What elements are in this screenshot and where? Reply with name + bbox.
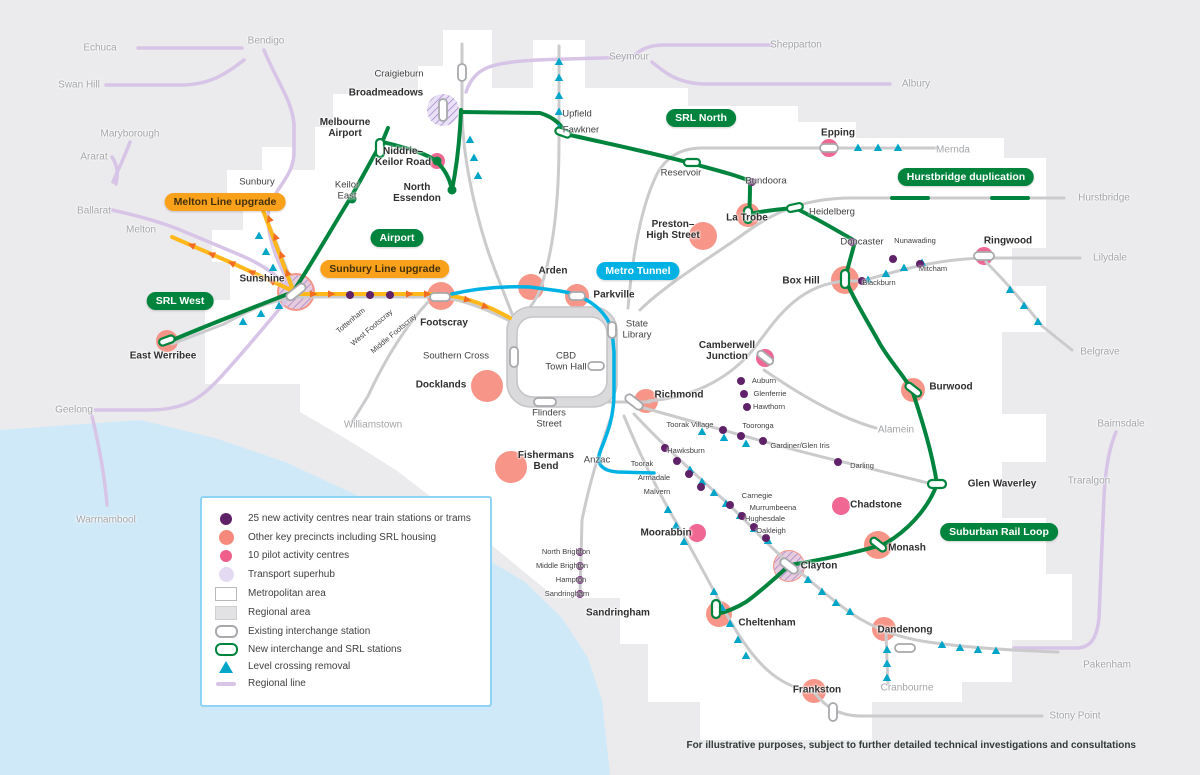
legend-item-superhub: Transport superhub bbox=[214, 567, 478, 582]
precinct-legend-icon bbox=[218, 530, 234, 545]
legend-icon-cell bbox=[214, 606, 238, 620]
legend-item-activity: 25 new activity centres near train stati… bbox=[214, 513, 478, 525]
regional-line-seymour bbox=[464, 55, 632, 94]
legend-label-superhub: Transport superhub bbox=[248, 568, 335, 580]
legend-icon-cell bbox=[214, 587, 238, 601]
legend-label-new-interchange: New interchange and SRL stations bbox=[248, 643, 402, 655]
legend-icon-cell bbox=[214, 513, 238, 525]
craigieburn-line bbox=[460, 42, 514, 316]
regional-line-maryborough bbox=[111, 140, 132, 184]
legend: 25 new activity centres near train stati… bbox=[200, 496, 492, 707]
sunshine-city-upgrade-line bbox=[294, 292, 512, 320]
legend-items: 25 new activity centres near train stati… bbox=[214, 513, 478, 690]
legend-label-precinct: Other key precincts including SRL housin… bbox=[248, 531, 437, 543]
srl-airport-line bbox=[291, 126, 390, 294]
belgrave-line bbox=[984, 260, 1074, 352]
legend-item-precinct: Other key precincts including SRL housin… bbox=[214, 530, 478, 545]
werribee-line bbox=[170, 295, 514, 346]
legend-icon-cell bbox=[214, 530, 238, 545]
legend-label-metro-area: Metropolitan area bbox=[248, 588, 326, 599]
legend-label-activity: 25 new activity centres near train stati… bbox=[248, 513, 471, 524]
regional-area-legend-icon bbox=[215, 606, 237, 620]
regional-line-geelong bbox=[93, 294, 292, 412]
activity-centre-dots bbox=[346, 178, 924, 598]
disclaimer-text: For illustrative purposes, subject to fu… bbox=[686, 740, 1136, 751]
regional-line-swan-hill bbox=[104, 58, 246, 87]
srl-west-line bbox=[166, 290, 295, 344]
metro-area-legend-icon bbox=[215, 587, 237, 601]
hurstbridge-line bbox=[638, 196, 1066, 312]
regional-line-warrnambool bbox=[90, 414, 109, 507]
williamstown-line bbox=[350, 300, 430, 424]
legend-item-metro-area: Metropolitan area bbox=[214, 587, 478, 601]
legend-item-interchange: Existing interchange station bbox=[214, 625, 478, 638]
regional-line-gippsland bbox=[1012, 430, 1118, 650]
legend-icon-cell bbox=[214, 550, 238, 562]
regional-line-albury bbox=[650, 60, 892, 86]
metropolitan-area bbox=[205, 30, 1072, 740]
superhub-legend-icon bbox=[218, 567, 234, 582]
pilot-legend-icon bbox=[220, 550, 232, 562]
legend-label-regional-area: Regional area bbox=[248, 607, 311, 618]
lilydale-line bbox=[646, 256, 1082, 403]
regional-line-legend-icon bbox=[216, 682, 236, 686]
interchange-legend-icon bbox=[214, 625, 238, 638]
legend-label-pilot: 10 pilot activity centres bbox=[248, 550, 350, 561]
interchange-pills bbox=[285, 63, 995, 722]
upfield-line bbox=[522, 44, 561, 316]
legend-label-interchange: Existing interchange station bbox=[248, 625, 371, 637]
srl-north-line-c bbox=[459, 110, 752, 183]
legend-icon-cell bbox=[214, 643, 238, 656]
srl-station-pills bbox=[158, 126, 948, 620]
legend-item-regional-area: Regional area bbox=[214, 606, 478, 620]
level-crossing-legend-icon bbox=[219, 661, 233, 673]
activity-legend-icon bbox=[220, 513, 232, 525]
legend-icon-cell bbox=[214, 661, 238, 673]
legend-item-new-interchange: New interchange and SRL stations bbox=[214, 643, 478, 656]
legend-label-level-crossing: Level crossing removal bbox=[248, 661, 351, 672]
legend-icon-cell bbox=[214, 682, 238, 686]
srl-north-line-b bbox=[450, 108, 463, 192]
regional-line-ballarat bbox=[110, 208, 292, 290]
frankston-stony-point-line bbox=[622, 414, 1044, 718]
legend-item-level-crossing: Level crossing removal bbox=[214, 661, 478, 673]
srl-station-dots bbox=[347, 156, 457, 204]
legend-label-regional-line: Regional line bbox=[248, 678, 306, 689]
alamein-line bbox=[762, 368, 878, 430]
regional-line-ararat bbox=[110, 155, 119, 186]
regional-lines bbox=[90, 43, 1118, 650]
legend-item-pilot: 10 pilot activity centres bbox=[214, 550, 478, 562]
regional-line-shepparton bbox=[632, 43, 774, 58]
new-interchange-legend-icon bbox=[214, 643, 238, 656]
legend-item-regional-line: Regional line bbox=[214, 678, 478, 690]
legend-icon-cell bbox=[214, 625, 238, 638]
regional-line-bendigo bbox=[262, 48, 296, 292]
legend-icon-cell bbox=[214, 567, 238, 582]
